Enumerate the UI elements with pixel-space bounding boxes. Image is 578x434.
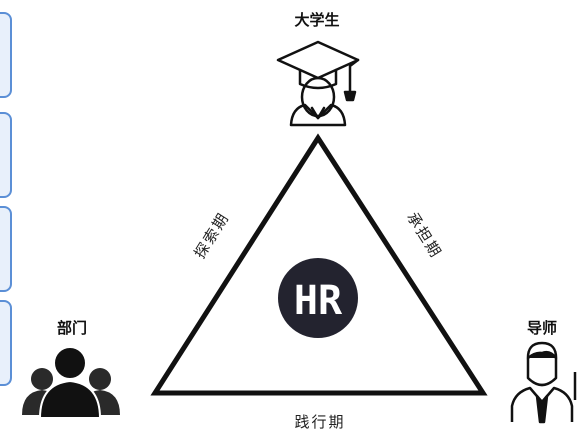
- relationship-triangle: [150, 133, 488, 396]
- side-tab: [0, 112, 12, 198]
- edge-bottom-label: 践行期: [294, 413, 345, 431]
- right-node-label: 导师: [527, 319, 557, 337]
- edge-left-label: 探索期: [191, 209, 233, 262]
- team-icon: [22, 346, 120, 419]
- top-node-label: 大学生: [294, 11, 339, 29]
- side-tab: [0, 12, 12, 98]
- edge-right-label: 承担期: [403, 209, 445, 262]
- side-tab: [0, 206, 12, 292]
- left-node-label: 部门: [57, 319, 87, 337]
- hr-label: HR: [294, 278, 343, 324]
- hr-center-node: HR: [278, 258, 358, 338]
- mentor-icon: [510, 341, 577, 424]
- graduate-icon: [276, 40, 360, 127]
- side-tab: [0, 300, 12, 386]
